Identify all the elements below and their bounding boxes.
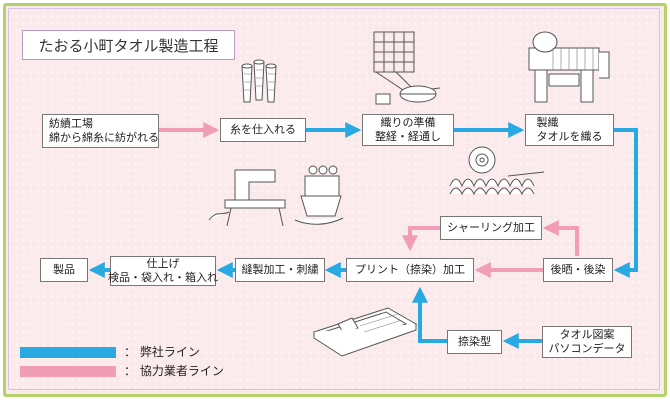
arrow-bleach-to-shearing [542,220,579,256]
node-finish-line2: 検品・袋入れ・箱入れ [108,271,218,284]
node-design-line1: タオル図案 [559,328,615,341]
node-weaving-line2: タオルを織る [536,130,603,143]
node-finishing: 仕上げ検品・袋入れ・箱入れ [108,256,218,286]
node-design-line2: パソコンデータ [548,342,626,355]
sewing-machines-illustration [208,165,344,227]
legend-partner-line-swatch [20,366,116,377]
node-prep-line2: 整経・経通し [375,130,441,143]
node-weaving: 製織タオルを織る [525,114,614,146]
print-screen-illustration [312,307,418,357]
yarn-cones-illustration [241,59,277,103]
node-spinning-line1: 紡績工場 [49,117,93,130]
legend-own-line-swatch [20,347,116,358]
node-product: 製品 [40,258,88,282]
loom-illustration [528,31,610,103]
node-yarn-purchase: 糸を仕入れる [220,118,306,142]
node-weaving-line1: 製織 [536,116,559,129]
node-spinning-line2: 綿から綿糸に紡がれる [49,131,159,144]
node-prep-line1: 織りの準備 [380,116,436,129]
diagram-title: たおる小町タオル製造工程 [22,30,235,60]
node-sewing: 縫製加工・刺繍 [235,258,325,282]
node-towel-design: タオル図案パソコンデータ [542,326,632,358]
node-finish-line1: 仕上げ [146,257,180,270]
node-print: プリント（捺染）加工 [346,258,474,282]
node-bleach-dye: 後晒・後染 [543,258,613,282]
shearing-rollers-illustration [449,146,545,196]
node-shearing: シャーリング加工 [440,216,542,240]
arrow-screen-to-print [412,286,447,343]
legend-own-line-label: ： 弊社ライン [124,345,200,359]
node-spinning-mill: 紡績工場綿から綿糸に紡がれる [42,114,159,148]
node-print-screen: 捺染型 [447,330,502,354]
arrow-weaving-to-bleach [613,128,638,278]
node-weaving-prep: 織りの準備整経・経通し [362,114,454,146]
legend-partner-line-label: ： 協力業者ライン [124,364,224,378]
arrow-shearing-to-print [402,226,440,252]
warping-machine-illustration [373,31,441,105]
